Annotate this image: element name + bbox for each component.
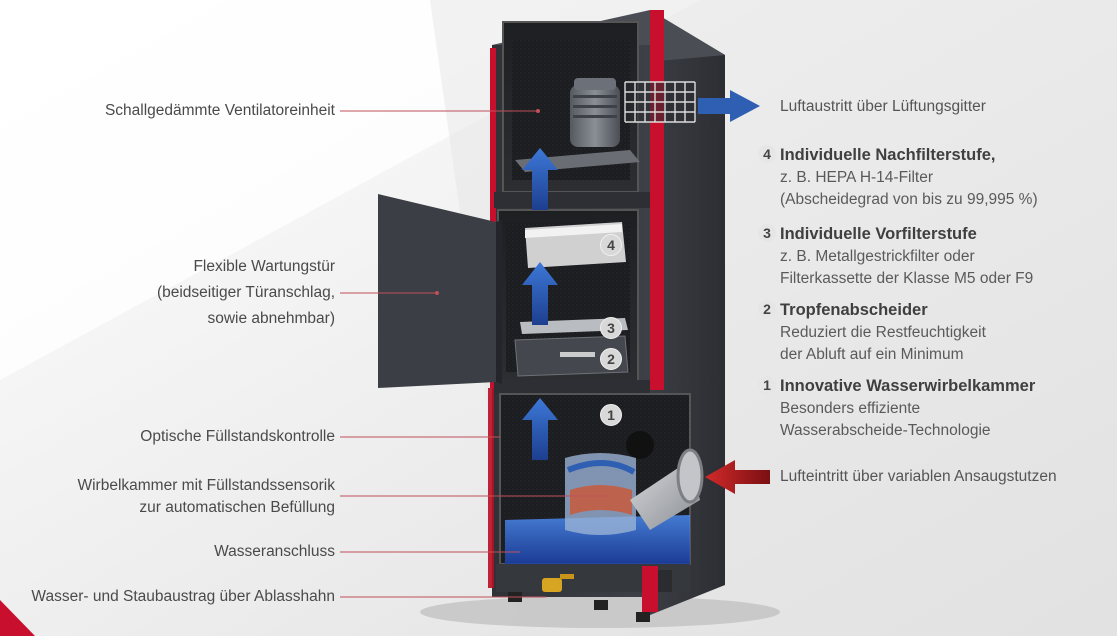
exhaust-grille [624, 81, 696, 123]
vortex-swirl-red [570, 485, 632, 515]
step-3-title: Individuelle Vorfilterstufe [780, 225, 977, 243]
airflow-arrow-upper [522, 148, 558, 210]
label-door-line1: Flexible Wartungstür [193, 258, 335, 275]
step-3-number: 3 [758, 224, 776, 242]
label-level-control: Optische Füllstandskontrolle [140, 428, 335, 445]
air-inlet-arrow [705, 460, 770, 494]
badge-step-1: 1 [600, 404, 622, 426]
airflow-arrow-middle [522, 262, 558, 325]
air-outlet-arrow [698, 90, 760, 122]
motor-fins-2 [573, 105, 617, 108]
step-4-line1: z. B. HEPA H-14-Filter [780, 169, 934, 186]
label-vortex-line1: Wirbelkammer mit Füllstandssensorik [77, 477, 335, 494]
step-1-line1: Besonders effiziente [780, 400, 921, 417]
label-water-connection: Wasseranschluss [214, 543, 335, 560]
badge-step-3: 3 [600, 317, 622, 339]
water-connection-port [658, 570, 672, 592]
inlet-flange [676, 448, 704, 504]
step-2-line2: der Abluft auf ein Minimum [780, 346, 964, 363]
red-edge-bottom-left [488, 388, 494, 588]
inner-opening-1 [626, 431, 654, 459]
step-4-title: Individuelle Nachfilterstufe, [780, 146, 996, 164]
step-4-line2: (Abscheidegrad von bis zu 99,995 %) [780, 191, 1038, 208]
leader-lines [340, 110, 608, 598]
step-1-title: Innovative Wasserwirbelkammer [780, 377, 1036, 395]
badge-step-2: 2 [600, 348, 622, 370]
step-2-number: 2 [758, 300, 776, 318]
label-fan-unit: Schallgedämmte Ventilatoreinheit [104, 102, 335, 119]
label-door-line3: sowie abnehmbar) [207, 310, 335, 327]
label-vortex-line2: zur automatischen Befüllung [139, 499, 335, 516]
step-3-line2: Filterkassette der Klasse M5 oder F9 [780, 270, 1034, 287]
corner-red-triangle [0, 600, 35, 636]
drain-valve-body [542, 578, 562, 592]
label-door: Flexible Wartungstür (beidseitiger Türan… [157, 256, 335, 330]
label-air-outlet: Luftaustritt über Lüftungsgitter [780, 98, 986, 115]
motor-fins-3 [573, 115, 617, 118]
foot-mid [594, 600, 608, 610]
motor-cap [574, 78, 616, 90]
step-4-number: 4 [758, 145, 776, 163]
step-3-line1: z. B. Metallgestrickfilter oder [780, 248, 975, 265]
label-vortex-chamber: Wirbelkammer mit Füllstandssensorik zur … [77, 475, 335, 519]
hepa-filter-front [525, 224, 622, 238]
band-lower [494, 380, 650, 394]
red-edge-left [490, 48, 496, 388]
step-2-line1: Reduziert die Restfeuchtigkeit [780, 324, 986, 341]
maintenance-door-edge [496, 220, 502, 384]
motor-fins [573, 95, 617, 98]
step-1-number: 1 [758, 376, 776, 394]
fan-leader-dot [536, 109, 540, 113]
label-door-line2: (beidseitiger Türanschlag, [156, 284, 335, 301]
step-2-title: Tropfenabscheider [780, 301, 928, 319]
label-drain: Wasser- und Staubaustrag über Ablasshahn [31, 588, 335, 605]
red-edge-right [650, 10, 664, 390]
vortex-swirl-blue [566, 459, 636, 475]
step-1-line2: Wasserabscheide-Technologie [780, 422, 991, 439]
foot-right [636, 612, 650, 622]
airflow-arrow-lower [522, 398, 558, 460]
band-upper [494, 192, 650, 208]
drain-valve-handle [560, 574, 574, 579]
droplet-handle [560, 352, 595, 357]
water-tank [505, 515, 690, 565]
water-connection-box [642, 566, 658, 612]
label-air-inlet: Lufteintritt über variablen Ansaugstutze… [780, 468, 1057, 485]
floor-shadow [420, 596, 780, 628]
badge-step-4: 4 [600, 234, 622, 256]
